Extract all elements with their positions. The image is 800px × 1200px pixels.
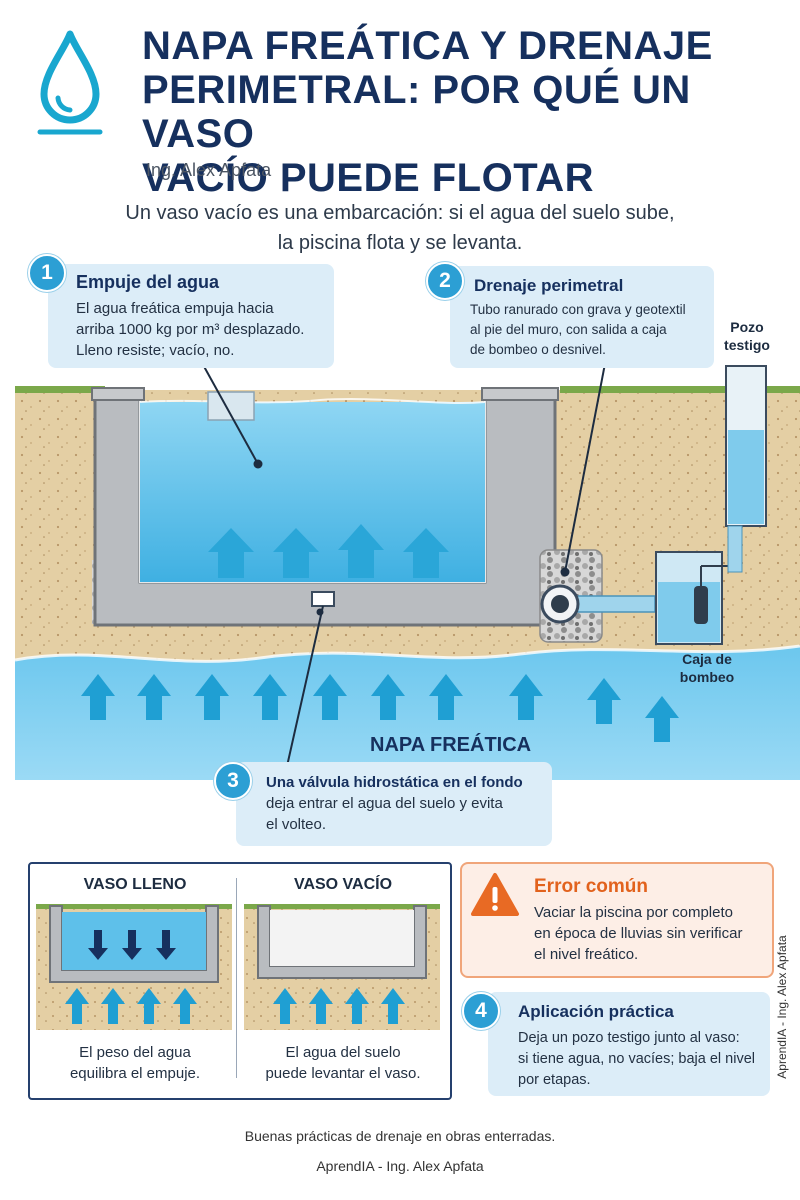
subtitle-line: Un vaso vacío es una embarcación: si el … [125, 202, 675, 224]
label-line: Pozo [730, 319, 764, 335]
step-number-1: 1 [28, 254, 66, 292]
water-drop-icon [37, 30, 103, 135]
caption-line: puede levantar el vaso. [265, 1065, 421, 1082]
title-line: PERIMETRAL: POR QUÉ UN VASO [142, 68, 691, 156]
text-line: el nivel freático. [534, 946, 639, 963]
text-line: Vaciar la piscina por completo [534, 904, 733, 921]
text-line: si tiene agua, no vacíes; baja el nivel [518, 1051, 755, 1067]
step-number-4: 4 [462, 992, 500, 1030]
text-line: de bombeo o desnivel. [470, 342, 606, 357]
caja-bombeo-label: Caja de bombeo [672, 650, 742, 686]
vaso-vacio-title: VASO VACÍO [293, 876, 393, 893]
text-line: Tubo ranurado con grava y geotextil [470, 302, 686, 317]
callout-text: Una válvula hidrostática en el fondo dej… [266, 772, 556, 835]
text-line: El agua freática empuja hacia [76, 300, 274, 317]
callout-drenaje [450, 266, 714, 368]
callout-title: Aplicación práctica [518, 1002, 674, 1021]
text-line: deja entrar el agua del suelo y evita [266, 795, 503, 812]
vaso-lleno-illustration [36, 904, 232, 1030]
callout-text: El agua freática empuja hacia arriba 100… [76, 298, 331, 361]
text-line: el volteo. [266, 816, 327, 833]
callout-title: Una válvula hidrostática en el fondo [266, 774, 523, 791]
warning-triangle-icon [471, 873, 519, 916]
error-title: Error común [534, 876, 649, 897]
title-line: VACÍO PUEDE FLOTAR [142, 156, 594, 200]
title-line: NAPA FREÁTICA Y DRENAJE [142, 24, 713, 68]
pool-cross-section-diagram [14, 360, 800, 785]
caption-line: El agua del suelo [285, 1044, 401, 1061]
text-line: Lleno resiste; vacío, no. [76, 342, 235, 359]
callout-title: Drenaje perimetral [474, 276, 624, 295]
vaso-lleno-title: VASO LLENO [83, 876, 187, 893]
text-line: arriba 1000 kg por m³ desplazado. [76, 321, 305, 338]
vaso-lleno-caption: El peso del agua equilibra el empuje. [40, 1042, 230, 1084]
text-line: Deja un pozo testigo junto al vaso: [518, 1030, 740, 1046]
caption-line: equilibra el empuje. [69, 1065, 201, 1082]
callout-text: Tubo ranurado con grava y geotextil al p… [470, 300, 716, 360]
napa-freatica-label: NAPA FREÁTICA [370, 734, 532, 756]
label-line: testigo [724, 337, 770, 353]
comparison-divider [236, 878, 237, 1078]
footer-tagline: Buenas prácticas de drenaje en obras ent… [244, 1128, 556, 1144]
text-line: al pie del muro, con salida a caja [470, 322, 667, 337]
callout-text: Deja un pozo testigo junto al vaso: si t… [518, 1028, 770, 1091]
page-title: NAPA FREÁTICA Y DRENAJE PERIMETRAL: POR … [142, 24, 782, 200]
callout-title: Empuje del agua [76, 272, 220, 292]
text-line: en época de lluvias sin verificar [534, 925, 743, 942]
side-credit: AprendIA - Ing. Alex Apfata [775, 935, 789, 1079]
vaso-vacio-caption: El agua del suelo puede levantar el vaso… [248, 1042, 438, 1084]
text-line: por etapas. [518, 1072, 591, 1088]
error-text: Vaciar la piscina por completo en época … [534, 902, 764, 965]
caption-line: El peso del agua [79, 1044, 191, 1061]
step-number-3: 3 [214, 762, 252, 800]
vaso-vacio-illustration [244, 904, 440, 1030]
author: Ing. Alex Apfata [146, 160, 272, 180]
footer-credit: AprendIA - Ing. Alex Apfata [316, 1158, 484, 1174]
callout-valvula [236, 762, 552, 846]
label-line: Caja de [682, 651, 732, 667]
pozo-testigo-label: Pozo testigo [712, 318, 782, 354]
subtitle: Un vaso vacío es una embarcación: si el … [40, 198, 760, 258]
step-number-2: 2 [426, 262, 464, 300]
subtitle-line: la piscina flota y se levanta. [277, 232, 523, 254]
callout-aplicacion [488, 992, 770, 1096]
callout-empuje [48, 264, 334, 368]
label-line: bombeo [679, 669, 735, 685]
error-comun-box [460, 862, 774, 978]
